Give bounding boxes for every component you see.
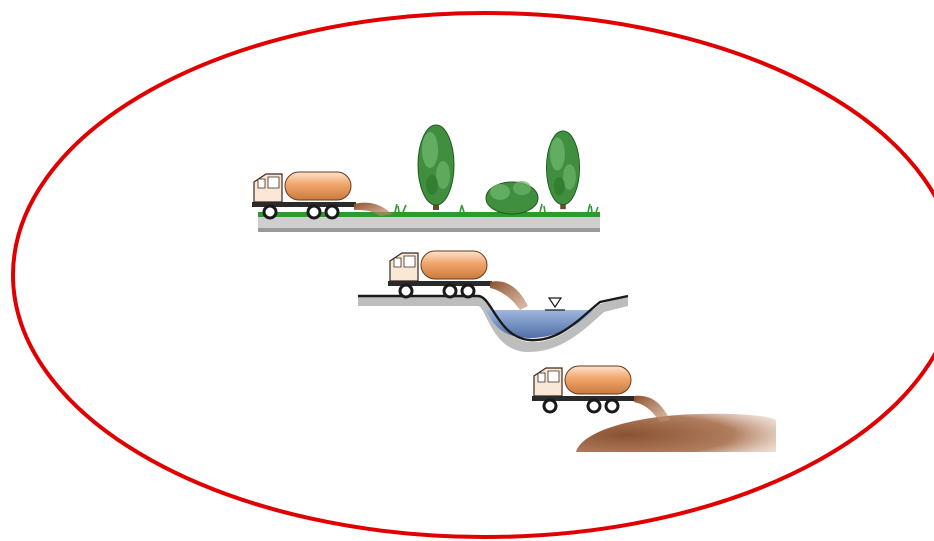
tanker-truck-icon	[388, 251, 492, 297]
tanker-truck-icon	[532, 366, 636, 412]
tanker-truck-icon	[252, 172, 356, 218]
channel-bed	[358, 296, 628, 352]
discharge-stream	[490, 281, 528, 310]
scene-water	[358, 251, 628, 352]
water-level-marker-icon	[545, 298, 565, 310]
tree-icon	[546, 131, 579, 209]
waste-pool	[576, 414, 776, 452]
scene-land	[252, 125, 600, 232]
scene-pit	[532, 366, 776, 452]
bush-icon	[486, 181, 538, 214]
tree-icon	[418, 125, 454, 210]
